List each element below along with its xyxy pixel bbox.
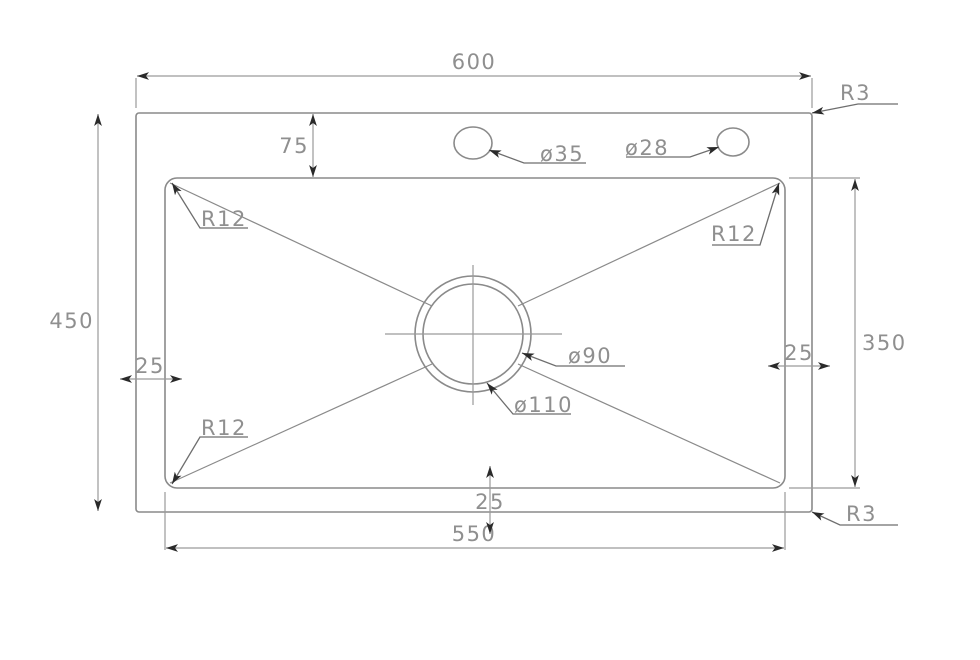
callout-diameter-28: ø28 [625, 136, 720, 160]
r3-top-label: R3 [840, 81, 871, 105]
dimension-350: 350 [789, 177, 907, 489]
tap-hole-small [716, 127, 750, 157]
dim-600-label: 600 [452, 50, 497, 74]
callout-diameter-110: ø110 [486, 382, 573, 417]
tap-hole-large [453, 126, 493, 160]
bowl-slope-lines [169, 182, 781, 484]
r3-bottom-label: R3 [846, 502, 877, 526]
dimension-25-right: 25 [768, 341, 830, 370]
r12-tl-label: R12 [201, 207, 247, 231]
callout-r12-bottom-left: R12 [171, 416, 248, 485]
drain-centerlines [385, 265, 562, 405]
callout-r3-bottom: R3 [811, 502, 898, 526]
dimension-550: 550 [164, 492, 786, 552]
dimension-25-bottom: 25 [475, 466, 505, 534]
bowl-outline [164, 177, 786, 489]
callout-diameter-35: ø35 [488, 142, 586, 166]
dimension-600: 600 [135, 50, 813, 108]
callout-diameter-90: ø90 [521, 344, 625, 368]
dimension-25-left: 25 [120, 354, 182, 383]
callout-r3-top: R3 [811, 81, 898, 115]
d90-label: ø90 [568, 344, 612, 368]
dim-25-right-label: 25 [784, 341, 814, 365]
dim-75-label: 75 [279, 134, 309, 158]
callout-r12-top-right: R12 [711, 182, 780, 246]
d110-label: ø110 [514, 393, 573, 417]
dimension-450: 450 [49, 114, 102, 511]
dim-350-label: 350 [862, 331, 907, 355]
r12-bl-label: R12 [201, 416, 247, 440]
outer-plate-outline [135, 112, 813, 513]
r12-tr-label: R12 [711, 222, 757, 246]
dimension-75: 75 [279, 114, 317, 177]
dim-25-bottom-label: 25 [475, 490, 505, 514]
dim-25-left-label: 25 [135, 354, 165, 378]
d28-label: ø28 [625, 136, 669, 160]
d35-label: ø35 [540, 142, 584, 166]
dim-450-label: 450 [49, 309, 94, 333]
callout-r12-top-left: R12 [171, 182, 248, 231]
